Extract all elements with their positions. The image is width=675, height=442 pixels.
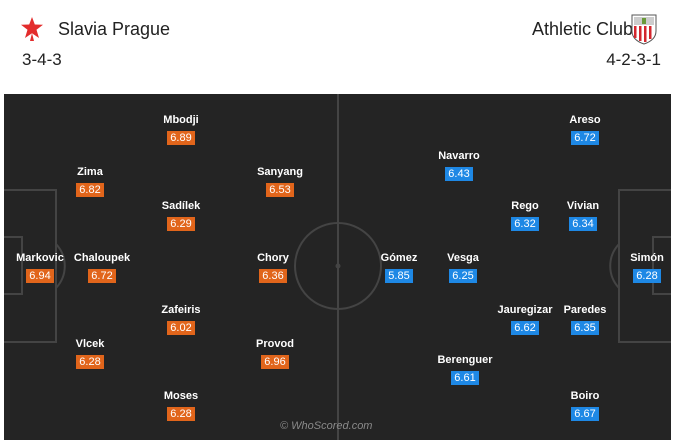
player-rating: 6.35 bbox=[571, 321, 599, 335]
away-player-simon[interactable]: Simón 6.28 bbox=[607, 252, 671, 284]
away-player-jauregizar[interactable]: Jauregizar 6.62 bbox=[485, 304, 565, 336]
player-name: Chaloupek bbox=[73, 252, 131, 264]
player-rating: 6.28 bbox=[167, 407, 195, 421]
away-formation: 4-2-3-1 bbox=[606, 50, 661, 69]
player-name: Paredes bbox=[563, 304, 607, 316]
slavia-star-logo bbox=[21, 17, 43, 41]
away-player-areso[interactable]: Areso 6.72 bbox=[545, 114, 625, 146]
home-player-mbodji[interactable]: Mbodji 6.89 bbox=[141, 114, 221, 146]
away-player-berenguer[interactable]: Berenguer 6.61 bbox=[425, 354, 505, 386]
home-player-vlcek[interactable]: Vlcek 6.28 bbox=[50, 338, 130, 370]
player-rating: 6.29 bbox=[167, 217, 195, 231]
player-name: Navarro bbox=[438, 150, 480, 162]
home-formation: 3-4-3 bbox=[22, 50, 62, 69]
player-rating: 6.72 bbox=[571, 131, 599, 145]
home-player-chory[interactable]: Chory 6.36 bbox=[233, 252, 313, 284]
player-rating: 6.32 bbox=[511, 217, 539, 231]
player-rating: 6.94 bbox=[26, 269, 54, 283]
match-header: Slavia Prague 3-4-3 Athletic Club 4-2-3-… bbox=[0, 0, 675, 94]
player-name: Simón bbox=[630, 252, 664, 264]
away-player-navarro[interactable]: Navarro 6.43 bbox=[419, 150, 499, 182]
player-rating: 6.67 bbox=[571, 407, 599, 421]
home-player-sanyang[interactable]: Sanyang 6.53 bbox=[240, 166, 320, 198]
player-rating: 6.25 bbox=[449, 269, 477, 283]
player-rating: 6.72 bbox=[88, 269, 116, 283]
player-name: Moses bbox=[163, 390, 199, 402]
player-rating: 6.89 bbox=[167, 131, 195, 145]
away-player-vesga[interactable]: Vesga 6.25 bbox=[423, 252, 503, 284]
away-team-name[interactable]: Athletic Club bbox=[531, 19, 633, 39]
player-rating: 6.82 bbox=[76, 183, 104, 197]
home-player-moses[interactable]: Moses 6.28 bbox=[141, 390, 221, 422]
away-player-rego[interactable]: Rego 6.32 bbox=[485, 200, 565, 232]
pitch: Markovic 6.94 Chaloupek 6.72 Zima 6.82 V… bbox=[4, 94, 671, 440]
player-rating: 6.28 bbox=[76, 355, 104, 369]
home-player-chaloupek[interactable]: Chaloupek 6.72 bbox=[62, 252, 142, 284]
player-rating: 6.02 bbox=[167, 321, 195, 335]
player-name: Areso bbox=[569, 114, 601, 126]
player-rating: 6.34 bbox=[569, 217, 597, 231]
home-player-provod[interactable]: Provod 6.96 bbox=[235, 338, 315, 370]
player-name: Vivian bbox=[566, 200, 600, 212]
home-player-sadilek[interactable]: Sadílek 6.29 bbox=[141, 200, 221, 232]
player-rating: 6.43 bbox=[445, 167, 473, 181]
player-name: Sanyang bbox=[257, 166, 303, 178]
player-rating: 6.62 bbox=[511, 321, 539, 335]
player-rating: 6.61 bbox=[451, 371, 479, 385]
home-player-zima[interactable]: Zima 6.82 bbox=[50, 166, 130, 198]
home-team-name[interactable]: Slavia Prague bbox=[58, 19, 171, 39]
player-name: Chory bbox=[257, 252, 289, 264]
pitch-markings bbox=[4, 94, 671, 440]
away-player-boiro[interactable]: Boiro 6.67 bbox=[545, 390, 625, 422]
away-player-gomez[interactable]: Gómez 5.85 bbox=[359, 252, 439, 284]
player-name: Sadílek bbox=[161, 200, 201, 212]
player-name: Provod bbox=[256, 338, 294, 350]
player-name: Zafeiris bbox=[161, 304, 201, 316]
watermark: © WhoScored.com bbox=[280, 420, 373, 432]
athletic-club-crest-icon bbox=[631, 14, 657, 45]
player-name: Zima bbox=[77, 166, 103, 178]
away-player-paredes[interactable]: Paredes 6.35 bbox=[545, 304, 625, 336]
player-name: Gómez bbox=[380, 252, 418, 264]
player-rating: 6.28 bbox=[633, 269, 661, 283]
player-rating: 6.53 bbox=[266, 183, 294, 197]
player-rating: 6.36 bbox=[259, 269, 287, 283]
player-rating: 6.96 bbox=[261, 355, 289, 369]
player-name: Markovic bbox=[16, 252, 64, 264]
player-name: Rego bbox=[511, 200, 539, 212]
player-name: Vesga bbox=[447, 252, 479, 264]
player-name: Vlcek bbox=[75, 338, 105, 350]
player-name: Mbodji bbox=[163, 114, 199, 126]
player-rating: 5.85 bbox=[385, 269, 413, 283]
home-player-markovic[interactable]: Markovic 6.94 bbox=[4, 252, 80, 284]
player-name: Jauregizar bbox=[497, 304, 553, 316]
player-name: Boiro bbox=[570, 390, 600, 402]
player-name: Berenguer bbox=[437, 354, 493, 366]
away-player-vivian[interactable]: Vivian 6.34 bbox=[543, 200, 623, 232]
home-player-zafeiris[interactable]: Zafeiris 6.02 bbox=[141, 304, 221, 336]
